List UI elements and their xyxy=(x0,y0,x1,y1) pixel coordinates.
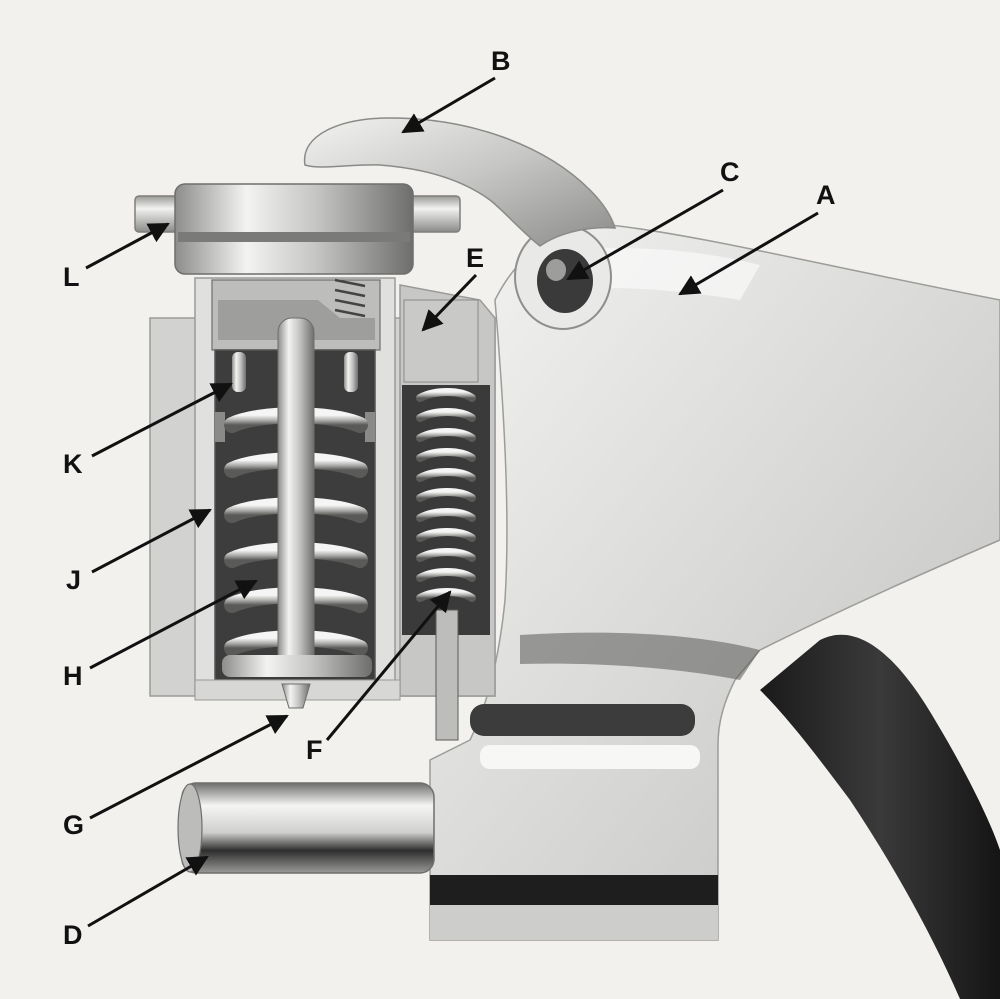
spring-base xyxy=(222,655,372,677)
label-K: K xyxy=(63,449,83,479)
label-L: L xyxy=(63,262,80,292)
body-lower-shadow xyxy=(520,632,760,680)
body-band-dark xyxy=(470,704,695,736)
outlet-tube-end xyxy=(177,783,203,873)
small-valve-spring xyxy=(334,278,366,318)
arrow-B xyxy=(401,76,496,134)
outlet-tube xyxy=(181,782,435,874)
secondary-stem xyxy=(435,609,459,741)
arrow-A xyxy=(678,211,819,296)
body-band-light xyxy=(480,745,700,769)
label-C: C xyxy=(720,157,740,187)
label-A: A xyxy=(816,180,836,210)
label-E: E xyxy=(466,243,485,273)
cap-groove xyxy=(178,232,410,242)
arrow-J xyxy=(91,508,212,574)
handle-grip xyxy=(760,634,1000,999)
arrow-G xyxy=(89,714,289,820)
arrow-K xyxy=(91,382,233,458)
outlet-tip xyxy=(281,683,311,709)
guide-pin-right xyxy=(344,352,358,392)
body-foot-light xyxy=(430,905,718,940)
pivot-pin xyxy=(537,249,593,313)
arrow-C xyxy=(566,188,724,281)
lever-arm xyxy=(303,117,617,247)
arrow-F xyxy=(325,590,452,741)
arrow-D xyxy=(87,855,209,928)
arrow-L xyxy=(85,222,170,270)
plunger-rod xyxy=(277,317,315,669)
arrow-H xyxy=(89,579,258,670)
label-B: B xyxy=(491,46,511,76)
arrow-E xyxy=(421,273,478,332)
label-H: H xyxy=(63,661,83,691)
label-G: G xyxy=(63,810,85,840)
label-D: D xyxy=(63,920,83,950)
thread-left xyxy=(215,412,225,442)
thread-right xyxy=(365,412,375,442)
pivot-pin-shine xyxy=(546,259,566,281)
leader-arrows xyxy=(85,76,819,928)
label-J: J xyxy=(66,565,82,595)
guide-pin-left xyxy=(232,352,246,392)
secondary-spring xyxy=(416,388,476,602)
label-F: F xyxy=(306,735,323,765)
cap-body xyxy=(174,183,414,275)
body-foot-dark xyxy=(430,875,718,905)
